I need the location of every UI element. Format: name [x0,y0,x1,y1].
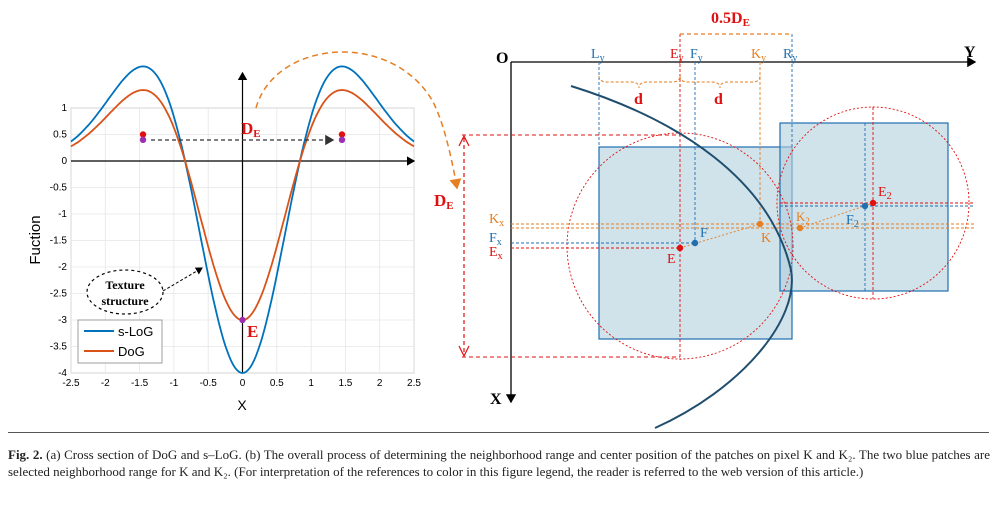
texture-structure-ellipse [86,269,164,315]
point-e2-label: E2 [878,185,892,202]
point-k2 [796,224,804,232]
y-tick-label: -0.5 [50,183,68,194]
panel-a-ticks: -2.5 -2 -1.5 -1 -0.5 0 0.5 1 1.5 2 2.5 1 0.5 0 -0.5 -1 -… [50,103,422,389]
edge-curve [570,85,793,429]
x-tick-label: 1 [308,378,314,389]
de-vertical-label: DE [434,191,454,212]
caption-separator [8,432,989,433]
curve-marker [338,131,346,138]
legend-dog: DoG [118,344,145,359]
y-tick-label: -2.5 [50,289,68,300]
de-label: DE [241,119,261,140]
x-tick-label: -0.5 [200,378,218,389]
x-tick-label: 2.5 [407,378,421,389]
curve-marker [239,316,246,324]
point-f [691,239,699,247]
y-tick-label: 0.5 [53,130,67,141]
fy-label: Fy [690,47,703,64]
origin-label: O [496,50,508,67]
curve-marker [338,136,346,143]
fx-label: Fx [489,231,502,248]
ey-label: Ey [670,47,684,64]
y-tick-label: -3 [58,315,67,326]
y-tick-label: -1.5 [50,236,68,247]
x-tick-label: 2 [377,378,383,389]
x-axis-name: X [490,391,502,408]
ex-label: Ex [489,245,503,262]
e-min-label: E [247,322,258,341]
caption-label: Fig. 2. [8,447,43,462]
y-tick-label: -4 [58,368,67,379]
y-tick-label: 1 [61,103,67,114]
texture-label-line1: Texture [105,278,145,292]
panel-b-diagram: O Y X DE 0.5DE Ly E [434,10,977,429]
point-e [676,244,684,252]
neighborhood-circle-e2 [776,106,970,300]
half-de-label: 0.5DE [711,10,750,29]
x-axis-label: X [237,397,247,413]
point-e-label: E [667,252,676,267]
legend-slog: s-LoG [118,324,153,339]
point-f2 [861,202,869,210]
point-e2 [869,199,877,207]
kx-label: Kx [489,212,504,229]
point-k-label: K [761,231,771,246]
transfer-arrow [255,51,462,190]
series-line-s-LoG [70,65,415,374]
x-tick-label: -1 [169,378,178,389]
d-label-2: d [714,91,723,108]
panel-a-markers [139,131,346,324]
x-tick-label: 1.5 [338,378,352,389]
x-tick-label: -2 [101,378,110,389]
texture-label-line2: structure [101,294,149,308]
curve-marker [139,131,147,138]
x-tick-label: 0.5 [270,378,284,389]
panel-a-legend: s-LoG DoG [77,319,163,364]
y-axis-label: Fuction [27,215,44,264]
y-tick-label: -1 [58,209,67,220]
point-f2-label: F2 [846,213,859,230]
x-tick-label: -1.5 [131,378,149,389]
y-tick-label: -2 [58,262,67,273]
y-tick-label: -3.5 [50,342,68,353]
point-f-label: F [700,226,708,241]
ky-label: Ky [751,47,766,64]
x-tick-label: 0 [240,378,246,389]
panel-a-plot: -2.5 -2 -1.5 -1 -0.5 0 0.5 1 1.5 2 2.5 1 0.5 0 -0.5 -1 -… [27,51,462,413]
y-axis-name: Y [964,44,976,61]
caption-text: (a) Cross section of DoG and s–LoG. (b) … [8,447,991,479]
ly-label: Ly [591,47,605,64]
figure-caption: Fig. 2. (a) Cross section of DoG and s–L… [8,446,990,480]
y-tick-label: 0 [61,156,67,167]
figure-canvas: -2.5 -2 -1.5 -1 -0.5 0 0.5 1 1.5 2 2.5 1 0.5 0 -0.5 -1 -… [27,10,977,429]
d-label-1: d [634,91,643,108]
ry-label: Ry [783,47,797,64]
curve-marker [139,136,147,143]
point-k [756,220,764,228]
x-tick-label: -2.5 [62,378,80,389]
point-k2-label: K2 [796,209,810,226]
